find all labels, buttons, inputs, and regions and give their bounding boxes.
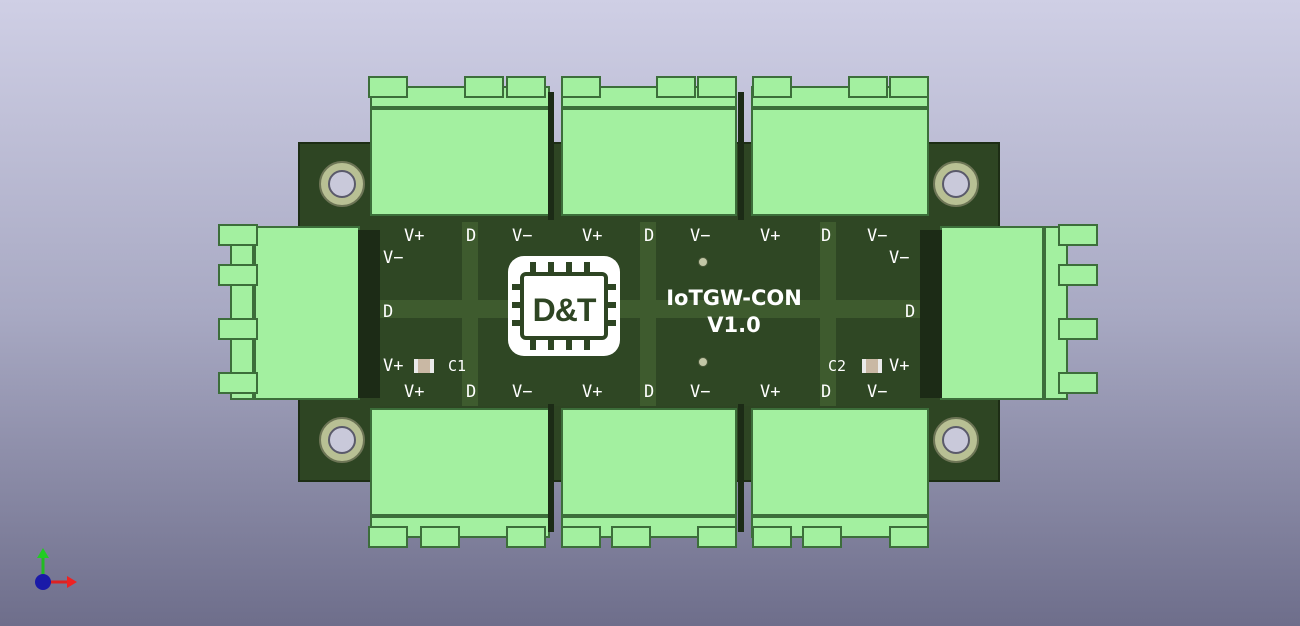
silk-label-top: V+ <box>404 226 425 246</box>
terminal-tooth <box>1058 372 1098 394</box>
terminal-tooth <box>752 526 792 548</box>
terminal-tooth <box>656 76 696 98</box>
mounting-hole-bottom-left <box>319 417 365 463</box>
terminal-tooth <box>848 76 888 98</box>
board-name: IoTGW-CON <box>666 286 802 310</box>
terminal-tooth <box>889 76 929 98</box>
terminal-block-bottom-1 <box>370 408 550 538</box>
trace-vertical-1 <box>462 222 478 406</box>
silk-label-bottom: V+ <box>760 382 781 402</box>
silk-label-right: V+ <box>889 356 910 376</box>
capacitor-c2 <box>862 359 882 373</box>
left-terminal-shadow <box>358 230 380 398</box>
axis-gizmo <box>35 548 77 590</box>
terminal-tooth <box>506 526 546 548</box>
terminal-block-bottom-2 <box>561 408 737 538</box>
mounting-hole-top-left <box>319 161 365 207</box>
terminal-tooth <box>561 526 601 548</box>
terminal-tooth <box>561 76 601 98</box>
silk-label-top: V− <box>867 226 888 246</box>
silk-label-bottom: V− <box>690 382 711 402</box>
terminal-tooth <box>218 224 258 246</box>
gap-shadow <box>738 404 744 532</box>
company-logo: D&T <box>508 256 620 356</box>
terminal-tooth <box>1058 224 1098 246</box>
gap-shadow <box>548 92 554 220</box>
via-bottom <box>698 357 708 367</box>
silk-label-top: V+ <box>582 226 603 246</box>
silk-label-bottom: V− <box>512 382 533 402</box>
silk-label-top: D <box>466 226 477 246</box>
capacitor-c2-label: C2 <box>828 357 847 375</box>
terminal-block-left <box>230 226 360 400</box>
y-axis-arrowhead <box>37 548 49 558</box>
terminal-tooth <box>611 526 651 548</box>
terminal-tooth <box>464 76 504 98</box>
terminal-tooth <box>218 318 258 340</box>
via-top <box>698 257 708 267</box>
silk-label-bottom: V− <box>867 382 888 402</box>
capacitor-c1-label: C1 <box>448 357 467 375</box>
silk-label-bottom: D <box>644 382 655 402</box>
terminal-tooth <box>420 526 460 548</box>
terminal-tooth <box>1058 264 1098 286</box>
board-title: IoTGW-CON V1.0 <box>654 285 814 339</box>
terminal-block-top-2 <box>561 86 737 216</box>
x-axis-arrowhead <box>67 576 77 588</box>
silk-label-top: V− <box>690 226 711 246</box>
board-version: V1.0 <box>707 313 761 337</box>
silk-label-bottom: D <box>821 382 832 402</box>
right-terminal-shadow <box>920 230 942 398</box>
silk-label-left: D <box>383 302 394 322</box>
terminal-tooth <box>218 264 258 286</box>
terminal-tooth <box>368 76 408 98</box>
capacitor-c1 <box>414 359 434 373</box>
trace-vertical-3 <box>820 222 836 406</box>
silk-label-bottom: V+ <box>582 382 603 402</box>
terminal-tooth <box>1058 318 1098 340</box>
mounting-hole-top-right <box>933 161 979 207</box>
terminal-tooth <box>752 76 792 98</box>
gap-shadow <box>738 92 744 220</box>
silk-label-right: V− <box>889 248 910 268</box>
silk-label-bottom: D <box>466 382 477 402</box>
silk-label-bottom: V+ <box>404 382 425 402</box>
chip-outline <box>520 272 608 340</box>
terminal-tooth <box>506 76 546 98</box>
silk-label-top: D <box>644 226 655 246</box>
terminal-block-top-3 <box>751 86 929 216</box>
mounting-hole-bottom-right <box>933 417 979 463</box>
terminal-tooth <box>218 372 258 394</box>
terminal-tooth <box>802 526 842 548</box>
terminal-tooth <box>697 76 737 98</box>
silk-label-right: D <box>905 302 916 322</box>
gap-shadow <box>548 404 554 532</box>
terminal-block-top-1 <box>370 86 550 216</box>
z-axis-dot <box>35 574 51 590</box>
terminal-tooth <box>368 526 408 548</box>
silk-label-top: D <box>821 226 832 246</box>
silk-label-left: V+ <box>383 356 404 376</box>
logo-text: D&T <box>532 292 597 328</box>
terminal-tooth <box>697 526 737 548</box>
silk-label-top: V− <box>512 226 533 246</box>
terminal-block-bottom-3 <box>751 408 929 538</box>
silk-label-top: V+ <box>760 226 781 246</box>
terminal-tooth <box>889 526 929 548</box>
silk-label-left: V− <box>383 248 404 268</box>
terminal-block-right <box>940 226 1068 400</box>
trace-vertical-2 <box>640 222 656 406</box>
